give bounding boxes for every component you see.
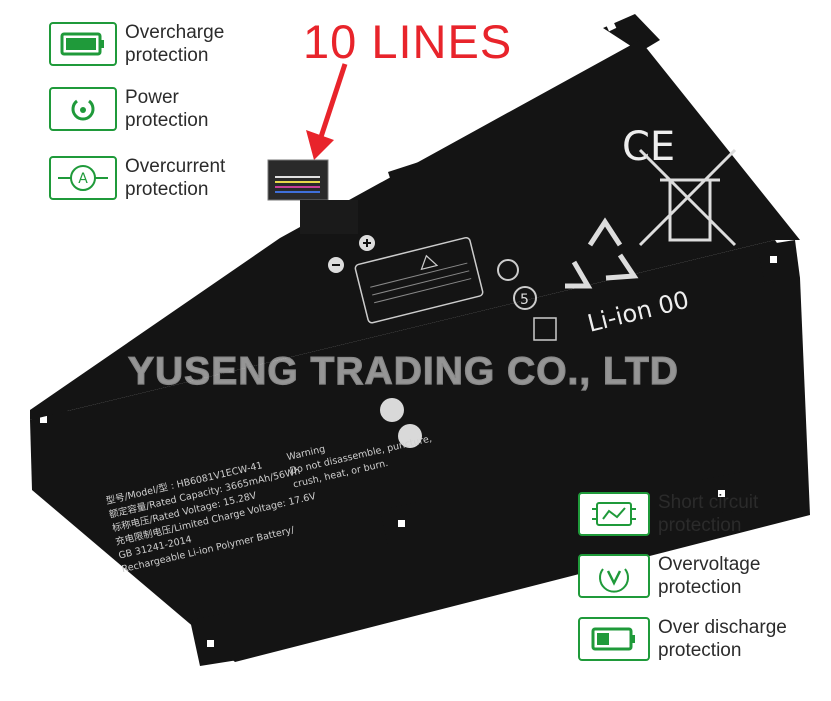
feature-short-circuit: Short circuit protection <box>578 491 758 537</box>
pointer-arrow-icon <box>306 63 348 160</box>
voltage-icon <box>578 554 650 598</box>
no-fire-icon <box>380 398 404 422</box>
feature-label: Short circuit protection <box>658 492 759 536</box>
ce-mark: CE <box>622 124 675 170</box>
feature-label: Power protection <box>125 87 209 131</box>
feature-power: Power protection <box>49 86 208 132</box>
feature-over-discharge: Over discharge protection <box>578 616 787 662</box>
feature-label: Overvoltage protection <box>658 554 761 598</box>
recycle-number: 5 <box>520 292 529 308</box>
feature-overcharge: Overcharge protection <box>49 21 224 67</box>
no-disassemble-icon <box>398 424 422 448</box>
recycle-icon <box>565 217 639 289</box>
feature-label: Over discharge protection <box>658 617 787 661</box>
feature-label: Overcurrent protection <box>125 156 226 200</box>
headline: 10 LINES <box>303 15 513 68</box>
ammeter-icon: A <box>49 156 117 200</box>
circuit-board-icon <box>578 492 650 536</box>
svg-text:A: A <box>78 171 88 187</box>
battery-low-icon <box>578 617 650 661</box>
feature-overvoltage: Overvoltage protection <box>578 553 760 599</box>
battery-full-icon <box>49 22 117 66</box>
power-icon <box>49 87 117 131</box>
feature-label: Overcharge protection <box>125 22 225 66</box>
crossed-bin-icon <box>638 148 737 247</box>
watermark: YUSENG TRADING CO., LTD <box>127 349 679 393</box>
connector-cable <box>267 159 358 234</box>
feature-overcurrent: A Overcurrent protection <box>49 155 225 201</box>
